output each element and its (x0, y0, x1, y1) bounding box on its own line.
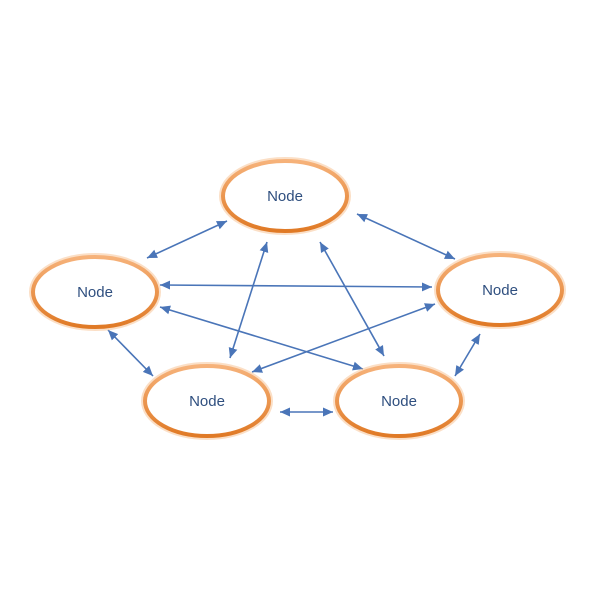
node-ellipse (436, 253, 564, 327)
node-label: Node (77, 284, 113, 301)
edge-top-bottom-left-arrow (228, 241, 269, 359)
node-bottom-right: Node (333, 362, 465, 440)
node-ellipse (143, 364, 271, 438)
node-ellipse (31, 255, 159, 329)
edges-layer (107, 213, 481, 417)
node-label: Node (381, 393, 417, 410)
edge-left-bottom-right-arrow (159, 305, 364, 371)
node-label: Node (189, 393, 225, 410)
edge-left-bottom-left-arrow (107, 329, 154, 377)
edge-left-right-arrow (159, 280, 433, 292)
node-right: Node (434, 251, 566, 329)
node-ellipse (335, 364, 463, 438)
edge-top-left-arrow (146, 220, 228, 259)
node-top: Node (219, 157, 351, 235)
node-bottom-left: Node (141, 362, 273, 440)
node-label: Node (482, 282, 518, 299)
edge-top-bottom-right-arrow (319, 241, 385, 357)
edge-right-bottom-right-arrow (454, 333, 481, 377)
edge-right-bottom-left-arrow (251, 303, 436, 373)
node-ellipse (221, 159, 349, 233)
node-label: Node (267, 188, 303, 205)
edge-top-right-arrow (356, 213, 456, 260)
node-left: Node (29, 253, 161, 331)
